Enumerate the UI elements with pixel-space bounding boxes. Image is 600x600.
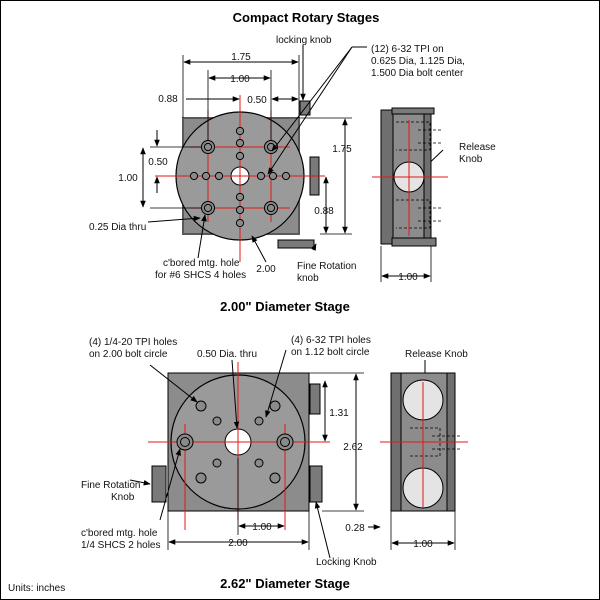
stage1-dim-0-50-left: 0.50 <box>148 157 168 168</box>
stage2-fine-line1: Fine Rotation <box>81 480 140 491</box>
stage2-holes632-line2: on 1.12 bolt circle <box>291 347 370 358</box>
stage2-cbore-line1: c'bored mtg. hole <box>81 528 158 539</box>
stage2-locking-label: Locking Knob <box>316 557 377 568</box>
stage1-fine-knob <box>277 239 315 249</box>
units-note: Units: inches <box>8 583 65 594</box>
stage1-dim-0-88-left: 0.88 <box>158 94 178 105</box>
stage1-title: 2.00" Diameter Stage <box>220 299 350 314</box>
stage2-holes632-line1: (4) 6-32 TPI holes <box>291 335 371 346</box>
stage1-tapped-holes <box>189 126 291 228</box>
stage1-fine-line2: knob <box>297 273 319 284</box>
stage2-dim-0-28: 0.28 <box>345 523 365 534</box>
stage2-title: 2.62" Diameter Stage <box>220 576 350 591</box>
stage2-dim-1-31: 1.31 <box>329 408 349 419</box>
main-title: Compact Rotary Stages <box>233 10 380 25</box>
stage1-fine-line1: Fine Rotation <box>297 261 356 272</box>
stage1-dim-1-00-left: 1.00 <box>118 173 138 184</box>
stage1-holes-line3: 1.500 Dia bolt center <box>371 68 464 79</box>
stage2-dim-2-00: 2.00 <box>228 538 248 549</box>
stage1-dimensions <box>140 55 352 263</box>
stage1-dim-0-50-top: 0.50 <box>247 95 267 106</box>
stage2-cbore-line2: 1/4 SHCS 2 holes <box>81 540 161 551</box>
stage2-side-dim-1-00: 1.00 <box>413 539 433 550</box>
stage2-holes420-line1: (4) 1/4-20 TPI holes <box>89 337 177 348</box>
stage1-front-view <box>155 95 325 262</box>
stage1-callout-leaders <box>147 45 444 259</box>
stage1-dim-2-00: 2.00 <box>256 264 276 275</box>
stage1-side-view <box>372 107 448 282</box>
stage1-release-line1: Release <box>459 142 496 153</box>
stage1-side-dim-1-00: 1.00 <box>398 272 418 283</box>
stage1-holes-line1: (12) 6-32 TPI on <box>371 44 444 55</box>
stage2-dim-2-62: 2.62 <box>343 442 363 453</box>
stage2-cbore-holes <box>176 433 294 451</box>
stage1-locking-knob-label: locking knob <box>276 35 332 46</box>
stage2-tapped-holes <box>195 400 281 484</box>
stage2-front-view <box>148 362 330 530</box>
stage1-release-line2: Knob <box>459 154 483 165</box>
stage2-side-view <box>380 372 468 550</box>
stage1-dim-1-00-top: 1.00 <box>230 74 250 85</box>
stage2-callout-leaders <box>129 349 428 559</box>
stage2-dimensions <box>167 372 381 550</box>
stage1-cbore-line2: for #6 SHCS 4 holes <box>155 270 246 281</box>
stage2-locking-knob-part <box>309 465 323 503</box>
stage2-dim-1-00: 1.00 <box>252 522 272 533</box>
stage2-release-label: Release Knob <box>405 349 468 360</box>
stage1-holes-line2: 0.625 Dia, 1.125 Dia, <box>371 56 465 67</box>
stage1-dim-1-75-right: 1.75 <box>332 144 352 155</box>
stage2-holes420-line2: on 2.00 bolt circle <box>89 349 168 360</box>
stage2-fine-knob <box>151 465 167 503</box>
stage2-thru-label: 0.50 Dia. thru <box>197 349 257 360</box>
stage1-dim-1-75-top: 1.75 <box>231 52 251 63</box>
stage1-cbore-line1: c'bored mtg. hole <box>163 258 240 269</box>
stage2-fine-line2: Knob <box>111 492 135 503</box>
stage1-cbore-holes <box>201 140 278 215</box>
stage1-thru-label: 0.25 Dia thru <box>89 222 146 233</box>
stage1-dim-0-88-right: 0.88 <box>314 206 334 217</box>
